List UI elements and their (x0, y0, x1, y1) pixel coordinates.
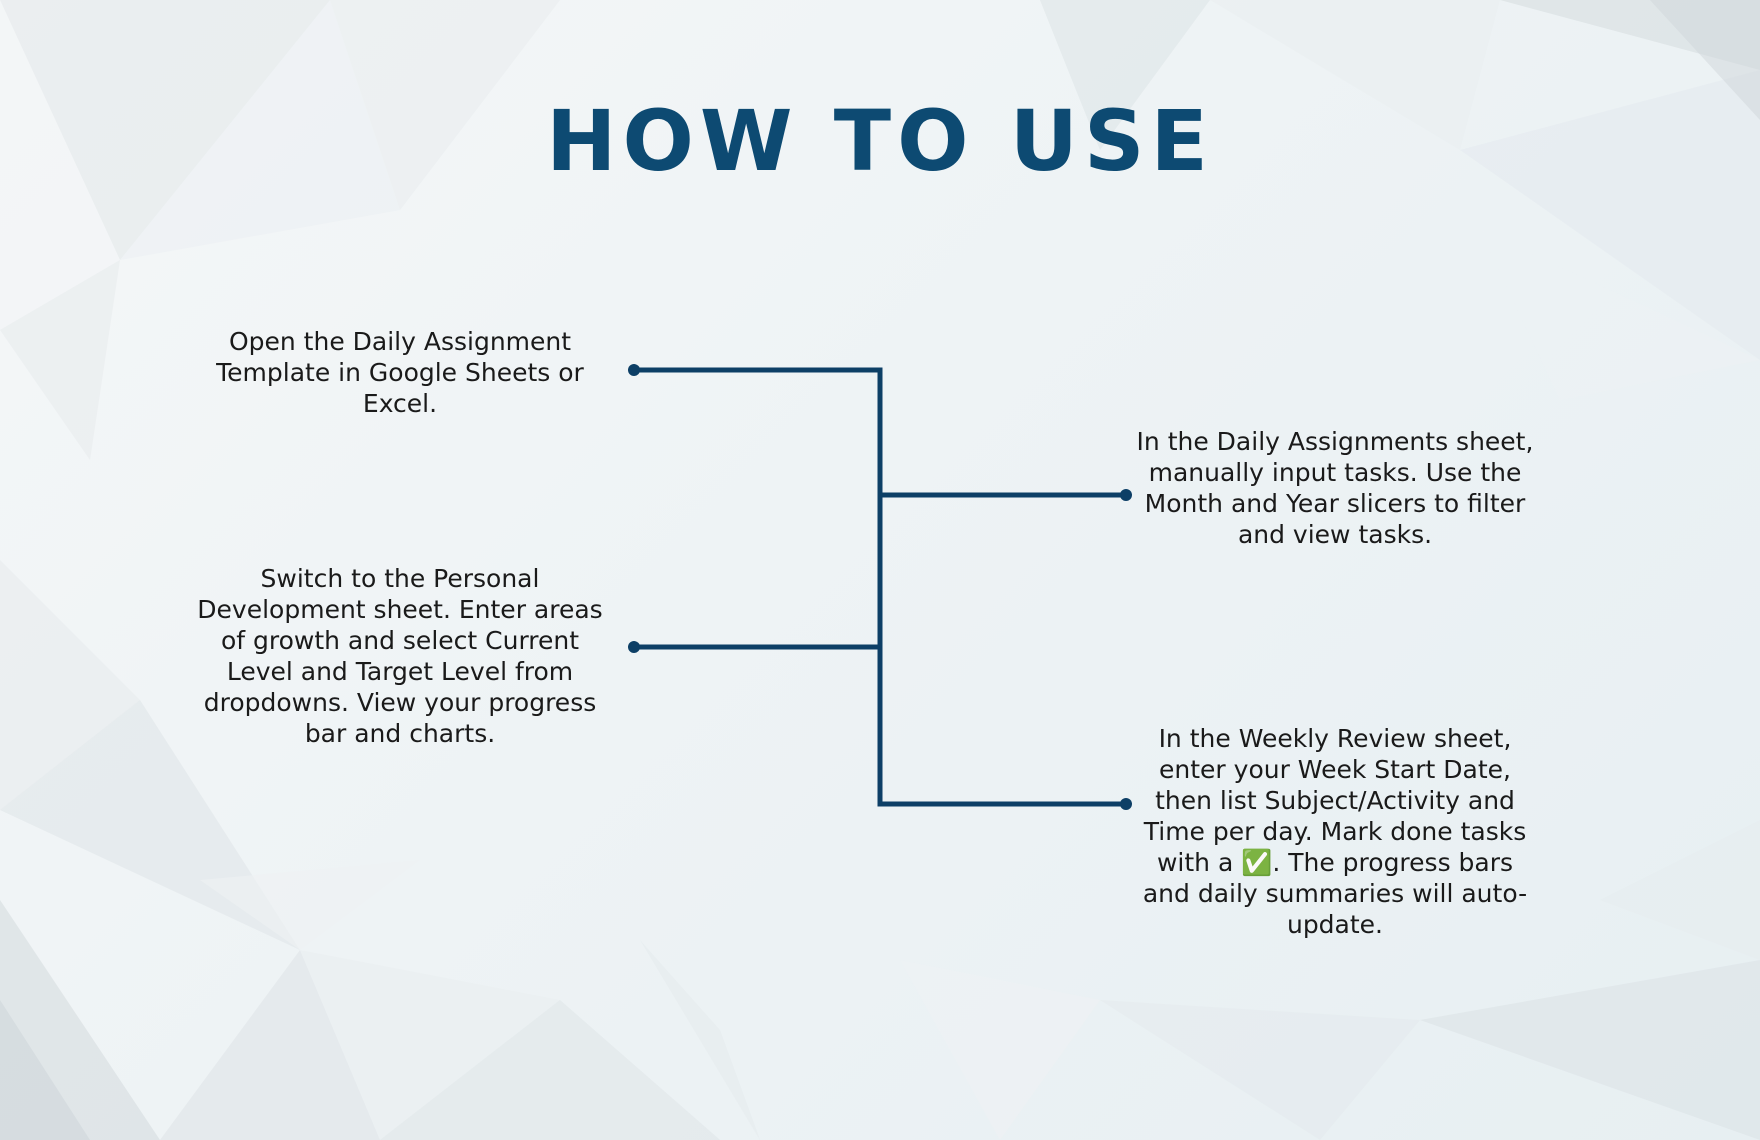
branch-dot-2 (1120, 489, 1132, 501)
branch-dot-1 (628, 364, 640, 376)
connector-lines (631, 367, 1129, 807)
branch-dot-3 (628, 641, 640, 653)
step-4-text: In the Weekly Review sheet, enter your W… (1142, 724, 1528, 939)
branch-dot-4 (1120, 798, 1132, 810)
step-1-text: Open the Daily Assignment Template in Go… (216, 327, 584, 418)
step-2-text: In the Daily Assignments sheet, manually… (1136, 427, 1534, 549)
connector-dots (628, 364, 1132, 810)
page-title: HOW TO USE (546, 92, 1214, 190)
step-3-text: Switch to the Personal Development sheet… (197, 564, 603, 748)
